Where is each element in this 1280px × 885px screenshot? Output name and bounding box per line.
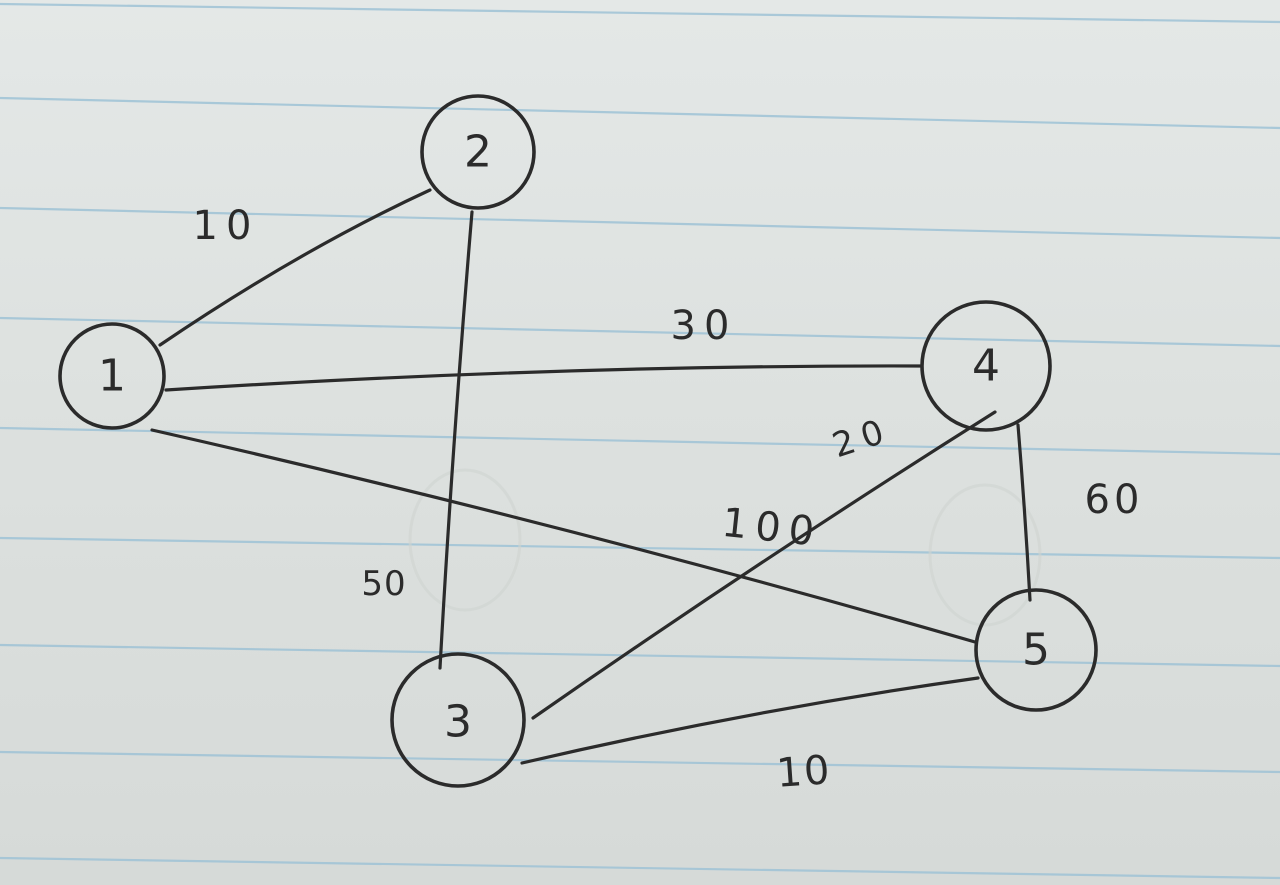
edge-weights: 10 30 100 50 20 60 10 [193,203,1144,797]
weight-1-5: 100 [720,500,825,556]
node-1-label: 1 [98,351,126,402]
node-4: 4 [920,300,1052,432]
weight-5-3: 10 [775,747,833,797]
weight-1-2: 10 [193,203,260,249]
edge-1-4 [164,364,922,392]
weight-4-3: 20 [828,410,897,466]
node-5-label: 5 [1022,625,1050,676]
node-3: 3 [390,652,526,788]
node-2: 2 [420,94,536,210]
node-1: 1 [58,322,166,430]
edge-4-3 [531,410,997,720]
weight-2-3: 50 [361,564,406,604]
weight-4-5: 60 [1085,477,1144,523]
edge-4-5 [1016,423,1032,602]
edge-2-3 [438,210,474,670]
edges [150,188,1032,765]
weight-1-4: 30 [671,303,738,349]
node-3-label: 3 [444,697,472,748]
node-5: 5 [974,588,1098,712]
node-4-label: 4 [972,341,1000,392]
node-2-label: 2 [464,127,492,178]
edge-5-3 [520,676,980,765]
edge-1-5 [150,428,977,644]
edge-1-2 [158,188,432,347]
bleed-through-marks [408,468,1042,627]
